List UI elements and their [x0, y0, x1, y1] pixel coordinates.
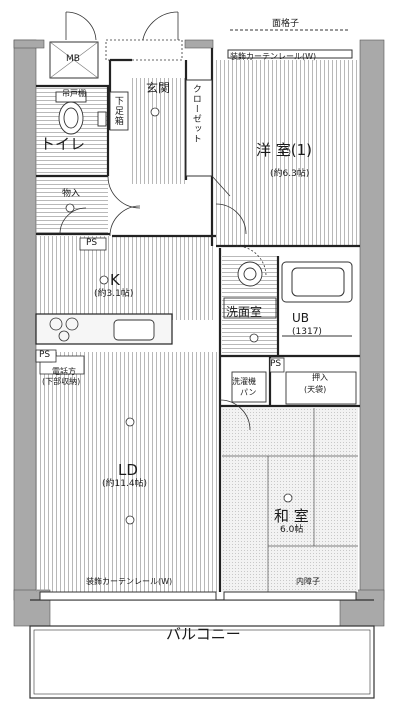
panel-label-1: 電話方: [52, 367, 76, 376]
light-markers: [65, 107, 293, 525]
entry-doors: [65, 11, 183, 61]
meter-box-label: MB: [66, 54, 80, 64]
ps-top-label: PS: [86, 238, 98, 248]
laundry-label-1: 洗濯機: [232, 377, 256, 386]
japanese-room-name: 和 室: [274, 507, 309, 525]
western-room-area: (約6.3帖): [270, 169, 310, 179]
ld-floor: [36, 352, 222, 592]
washroom-label: 洗面室: [226, 305, 263, 319]
oshiire-label-1: 押入: [312, 373, 328, 382]
kitchen-floor: [36, 236, 216, 320]
ld-area: (約11.4帖): [102, 479, 148, 489]
japanese-room-area: 6.0帖: [280, 525, 304, 535]
hanging-shelf-label: 吊戸棚: [62, 89, 86, 98]
closet-label: クローゼット: [190, 84, 201, 144]
balcony: [29, 599, 375, 699]
toilet-label: トイレ: [40, 135, 86, 153]
shoe-box-label: 下足箱: [112, 96, 123, 126]
inner-shoji-label: 内障子: [296, 577, 320, 586]
meter-box: [49, 41, 99, 79]
tatami-lines: [222, 408, 358, 592]
ub-size: (1317): [292, 327, 322, 337]
oshiire-label-2: (天袋): [304, 385, 327, 394]
ps-kitchen-label: PS: [39, 350, 51, 360]
ps-bath-label: PS: [270, 359, 282, 369]
kitchen-name: K: [110, 271, 120, 289]
closet: [185, 79, 231, 197]
entrance-label: 玄関: [146, 81, 171, 95]
lattice-label: 面格子: [272, 19, 300, 29]
windows: [39, 29, 357, 601]
entrance-floor: [132, 78, 186, 184]
ld-name: LD: [118, 461, 138, 479]
storage-label: 物入: [62, 189, 81, 199]
unit-bath: [281, 261, 353, 337]
shoe-box: [109, 91, 129, 131]
panel-label-2: (下部収納): [42, 377, 81, 386]
outer-walls: [13, 39, 385, 627]
laundry-label-2: パン: [240, 388, 257, 397]
kitchen-area: (約3.1帖): [94, 289, 134, 299]
bottom-curtain-rail-label: 装飾カーテンレール(W): [86, 577, 173, 586]
toilet-fixture: [55, 91, 107, 135]
ub-label: UB: [292, 311, 310, 325]
western-room-name: 洋 室(1): [256, 141, 313, 159]
top-curtain-rail-label: 装飾カーテンレール(W): [230, 52, 317, 61]
balcony-label: バルコニー: [166, 625, 241, 643]
washroom-fixtures: [223, 261, 277, 403]
pipe-spaces: [35, 237, 285, 373]
door-swings: [59, 175, 267, 431]
oshiire: [285, 371, 357, 405]
